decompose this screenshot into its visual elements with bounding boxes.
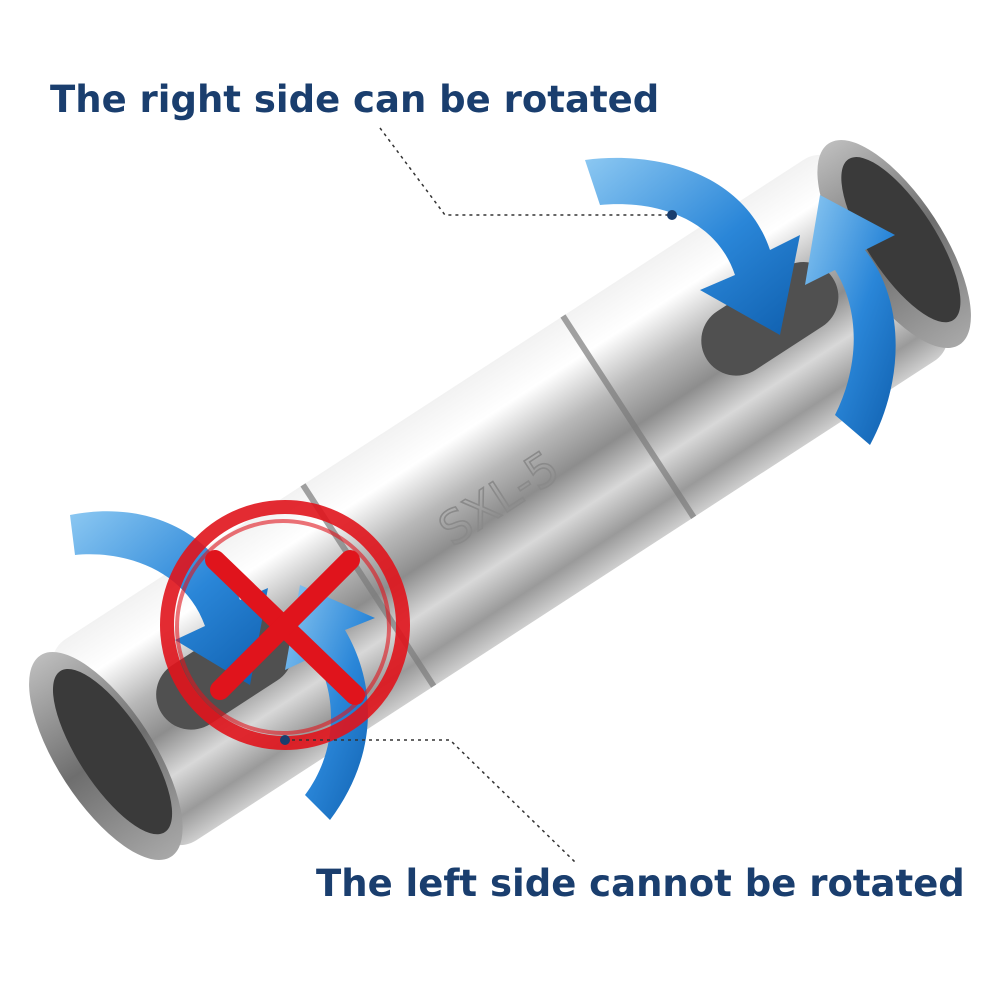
right-side-caption: The right side can be rotated — [50, 78, 660, 121]
curved-rotation-arrow-icon — [805, 195, 896, 445]
left-leader-line — [285, 739, 576, 863]
curved-rotation-arrow-icon — [585, 157, 800, 335]
right-rotation-arrows — [585, 157, 896, 445]
leader-lines — [280, 127, 677, 863]
curved-rotation-arrow-icon — [70, 511, 268, 685]
left-side-caption: The left side cannot be rotated — [316, 862, 965, 905]
right-leader-line — [379, 127, 672, 216]
